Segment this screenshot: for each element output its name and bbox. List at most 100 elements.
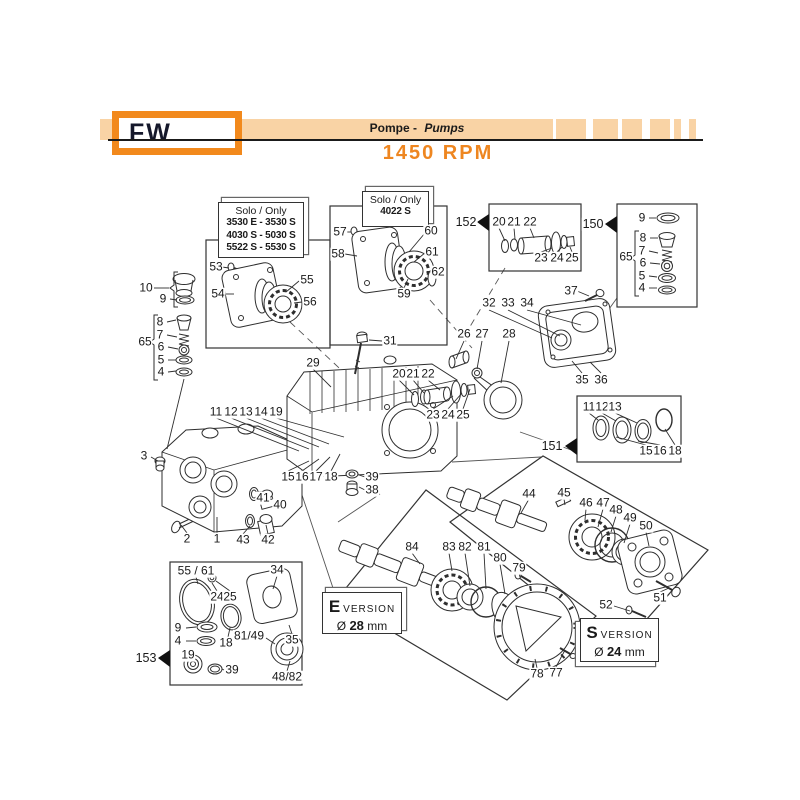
solo-card-2: Solo / Only 4022 S xyxy=(362,191,429,227)
callout-78: 78 xyxy=(529,666,545,681)
callout-15: 15 xyxy=(280,469,296,484)
solo2-bearing-drawing xyxy=(350,226,437,294)
callout-58: 58 xyxy=(330,246,346,261)
callout-13: 13 xyxy=(607,399,623,414)
callout-84: 84 xyxy=(404,539,420,554)
callout-25: 25 xyxy=(564,250,580,265)
barcode-segment xyxy=(689,119,696,140)
ref-label-152: 152 xyxy=(454,214,478,229)
e-version-letter: E xyxy=(328,597,341,616)
subtitle-english: Pumps xyxy=(424,121,465,135)
callout-26: 26 xyxy=(456,326,472,341)
callout-13: 13 xyxy=(238,404,254,419)
callout-21: 21 xyxy=(506,214,522,229)
e-version-word: VERSION xyxy=(343,604,396,615)
callout-48: 48 xyxy=(608,502,624,517)
solo-card-2-model: 4022 S xyxy=(380,206,411,217)
callout-57: 57 xyxy=(332,224,348,239)
callout-16: 16 xyxy=(652,443,668,458)
callout-22: 22 xyxy=(522,214,538,229)
callout-55: 55 xyxy=(299,272,315,287)
callout-12: 12 xyxy=(594,399,610,414)
callout-45: 45 xyxy=(556,485,572,500)
callout-56: 56 xyxy=(302,294,318,309)
s-version-letter: S xyxy=(586,623,598,642)
callout-41: 41 xyxy=(255,490,271,505)
callout-8: 8 xyxy=(155,314,165,329)
callout-6: 6 xyxy=(638,255,648,270)
box-152 xyxy=(488,203,582,272)
callout-23: 23 xyxy=(425,407,441,422)
callout-61: 61 xyxy=(424,244,440,259)
brand-logo-box: FW xyxy=(112,111,242,155)
solo-card-1-model: 4030 S - 5030 S xyxy=(226,229,296,241)
callout-53: 53 xyxy=(208,259,224,274)
e-dia-value: 28 xyxy=(349,618,364,633)
callout-50: 50 xyxy=(638,518,654,533)
rear-cover-drawing xyxy=(537,288,617,368)
callout-81-49: 81/49 xyxy=(232,628,266,643)
callout-7: 7 xyxy=(155,327,165,342)
callout-25: 25 xyxy=(222,589,238,604)
callout-24: 24 xyxy=(440,407,456,422)
callout-34: 34 xyxy=(519,295,535,310)
s-dia-value: 24 xyxy=(606,644,622,659)
callout-59: 59 xyxy=(396,286,412,301)
box-150 xyxy=(616,203,698,308)
callout-39: 39 xyxy=(364,469,380,484)
callout-10: 10 xyxy=(138,280,154,295)
callout-82: 82 xyxy=(457,539,473,554)
callout-34: 34 xyxy=(269,562,285,577)
s-dia-prefix: Ø xyxy=(594,645,604,659)
bracket-10 xyxy=(169,271,178,308)
barcode-segment xyxy=(674,119,681,140)
callout-52: 52 xyxy=(598,597,614,612)
callout-17: 17 xyxy=(308,469,324,484)
ref-label-153: 153 xyxy=(134,650,158,665)
leader-lines xyxy=(150,217,676,672)
callout-21: 21 xyxy=(405,366,421,381)
seal-rings-151 xyxy=(592,408,673,444)
callout-5: 5 xyxy=(156,352,166,367)
e-version-drawing xyxy=(338,539,581,671)
callout-51: 51 xyxy=(652,590,668,605)
callout-18: 18 xyxy=(667,443,683,458)
piston-rod-drawing xyxy=(411,350,523,420)
callout-48-82: 48/82 xyxy=(270,669,304,684)
callout-79: 79 xyxy=(511,560,527,575)
callout-1: 1 xyxy=(212,531,222,546)
callout-9: 9 xyxy=(173,620,183,635)
callout-31: 31 xyxy=(382,333,398,348)
callout-19: 19 xyxy=(268,404,284,419)
callout-4: 4 xyxy=(637,280,647,295)
solo-card-1-model: 3530 E - 3530 S xyxy=(226,217,296,228)
s-version-drawing xyxy=(446,486,683,618)
solo-card-1-title: Solo / Only xyxy=(235,205,287,217)
callout-47: 47 xyxy=(595,495,611,510)
callout-12: 12 xyxy=(223,404,239,419)
barcode-segment xyxy=(622,119,642,140)
s-dia-unit: mm xyxy=(624,645,645,659)
callout-55-61: 55 / 61 xyxy=(176,563,216,578)
callout-19: 19 xyxy=(180,647,196,662)
callout-42: 42 xyxy=(260,532,276,547)
brand-logo-text: FW xyxy=(129,118,172,147)
callout-2: 2 xyxy=(182,531,192,546)
solo-card-1: Solo / Only 3530 E - 3530 S 4030 S - 503… xyxy=(218,202,304,258)
callout-8: 8 xyxy=(638,230,648,245)
callout-25: 25 xyxy=(455,407,471,422)
callout-4: 4 xyxy=(156,364,166,379)
callout-20: 20 xyxy=(391,366,407,381)
callout-40: 40 xyxy=(272,497,288,512)
callout-18: 18 xyxy=(218,635,234,650)
callout-62: 62 xyxy=(430,264,446,279)
e-version-enclosure xyxy=(336,489,597,701)
callout-23: 23 xyxy=(533,250,549,265)
e-dia-prefix: Ø xyxy=(336,619,347,633)
ref-arrow-152 xyxy=(477,214,489,231)
callout-9: 9 xyxy=(637,210,647,225)
page-title: 1450 RPM xyxy=(382,142,494,164)
